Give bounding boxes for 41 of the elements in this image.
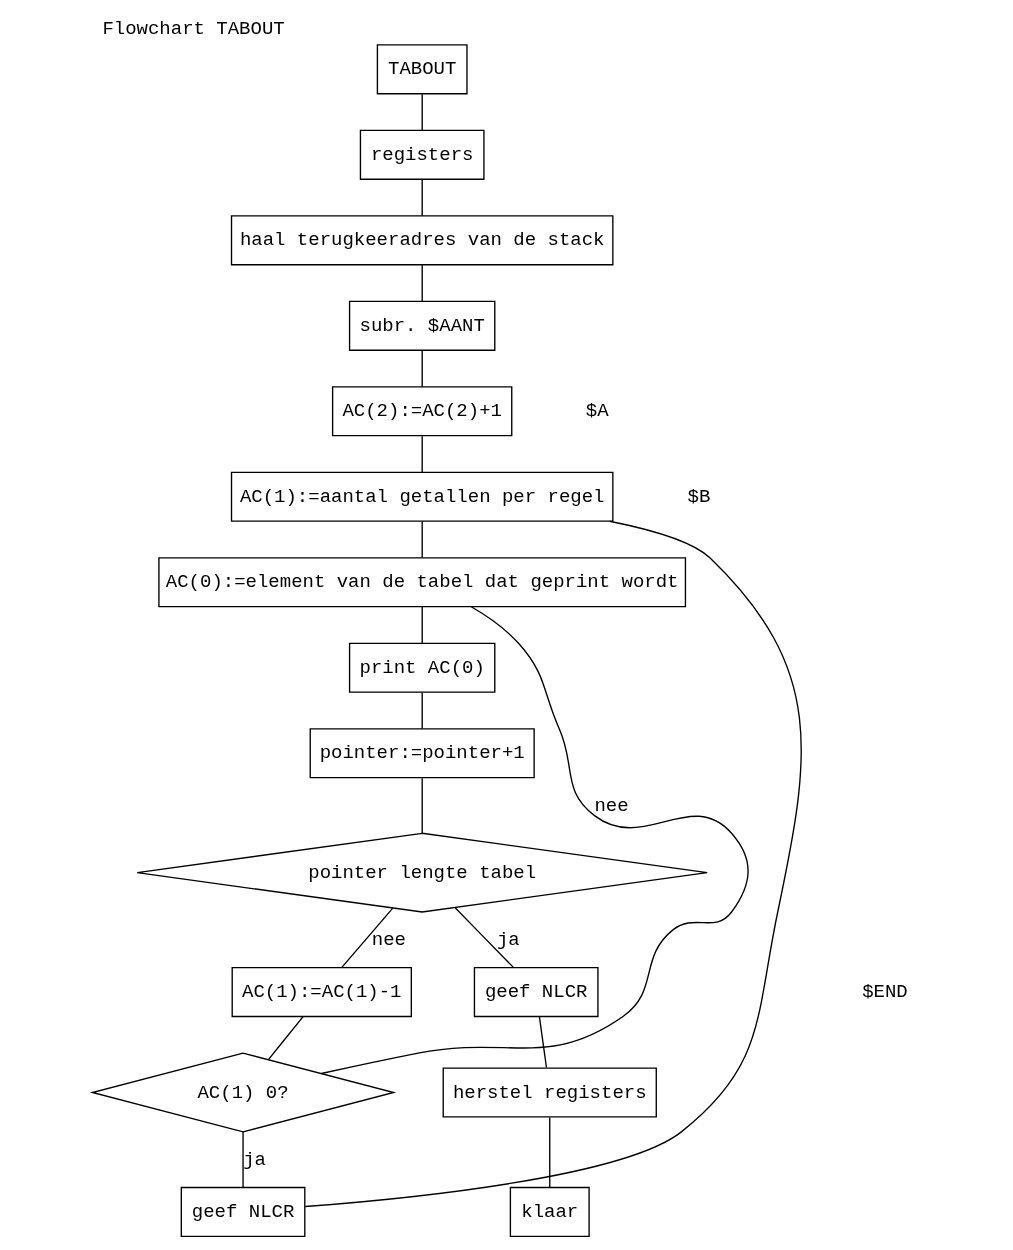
edge-label: nee bbox=[371, 928, 406, 951]
node-box: geef NLCR bbox=[473, 966, 599, 1018]
node-box: herstel registers bbox=[442, 1067, 657, 1118]
connector bbox=[421, 178, 423, 217]
connector bbox=[421, 606, 423, 644]
label: $B bbox=[687, 485, 710, 508]
node-box: AC(1):=AC(1)-1 bbox=[231, 966, 412, 1018]
connector bbox=[421, 435, 423, 473]
connector bbox=[340, 907, 393, 969]
connector bbox=[421, 520, 423, 559]
node-box: print AC(0) bbox=[348, 642, 495, 693]
connector bbox=[421, 93, 423, 131]
connector bbox=[320, 606, 749, 1075]
node-box: geef NLCR bbox=[180, 1186, 305, 1237]
diagram-title: Flowchart TABOUT bbox=[101, 18, 285, 41]
node-box: AC(2):=AC(2)+1 bbox=[331, 386, 512, 437]
label: $END bbox=[861, 981, 908, 1004]
connector bbox=[304, 520, 802, 1208]
node-box: klaar bbox=[509, 1186, 590, 1237]
connector bbox=[421, 777, 423, 834]
connector bbox=[241, 1131, 244, 1188]
node-box: TABOUT bbox=[376, 44, 468, 95]
edge-label: nee bbox=[593, 794, 629, 817]
node-box: pointer:=pointer+1 bbox=[309, 728, 535, 779]
edge-label: ja bbox=[242, 1148, 266, 1171]
node-box: registers bbox=[359, 129, 485, 180]
connector bbox=[421, 349, 423, 388]
node-box: AC(1):=aantal getallen per regel bbox=[230, 471, 614, 522]
node-box: subr. $AANT bbox=[348, 300, 495, 351]
connector bbox=[538, 1015, 547, 1069]
label: $A bbox=[585, 400, 609, 423]
connector bbox=[421, 264, 423, 302]
connector bbox=[421, 691, 423, 730]
node-box: AC(0):=element van de tabel dat geprint wordt bbox=[157, 557, 686, 608]
edge-label: ja bbox=[496, 928, 520, 951]
node-diamond: pointer lengte tabel bbox=[136, 832, 708, 913]
node-diamond: AC(1) 0? bbox=[89, 1052, 396, 1133]
connector bbox=[454, 907, 514, 969]
node-box: haal terugkeeradres van de stack bbox=[230, 215, 614, 266]
connector bbox=[548, 1116, 550, 1189]
connector bbox=[267, 1015, 304, 1061]
